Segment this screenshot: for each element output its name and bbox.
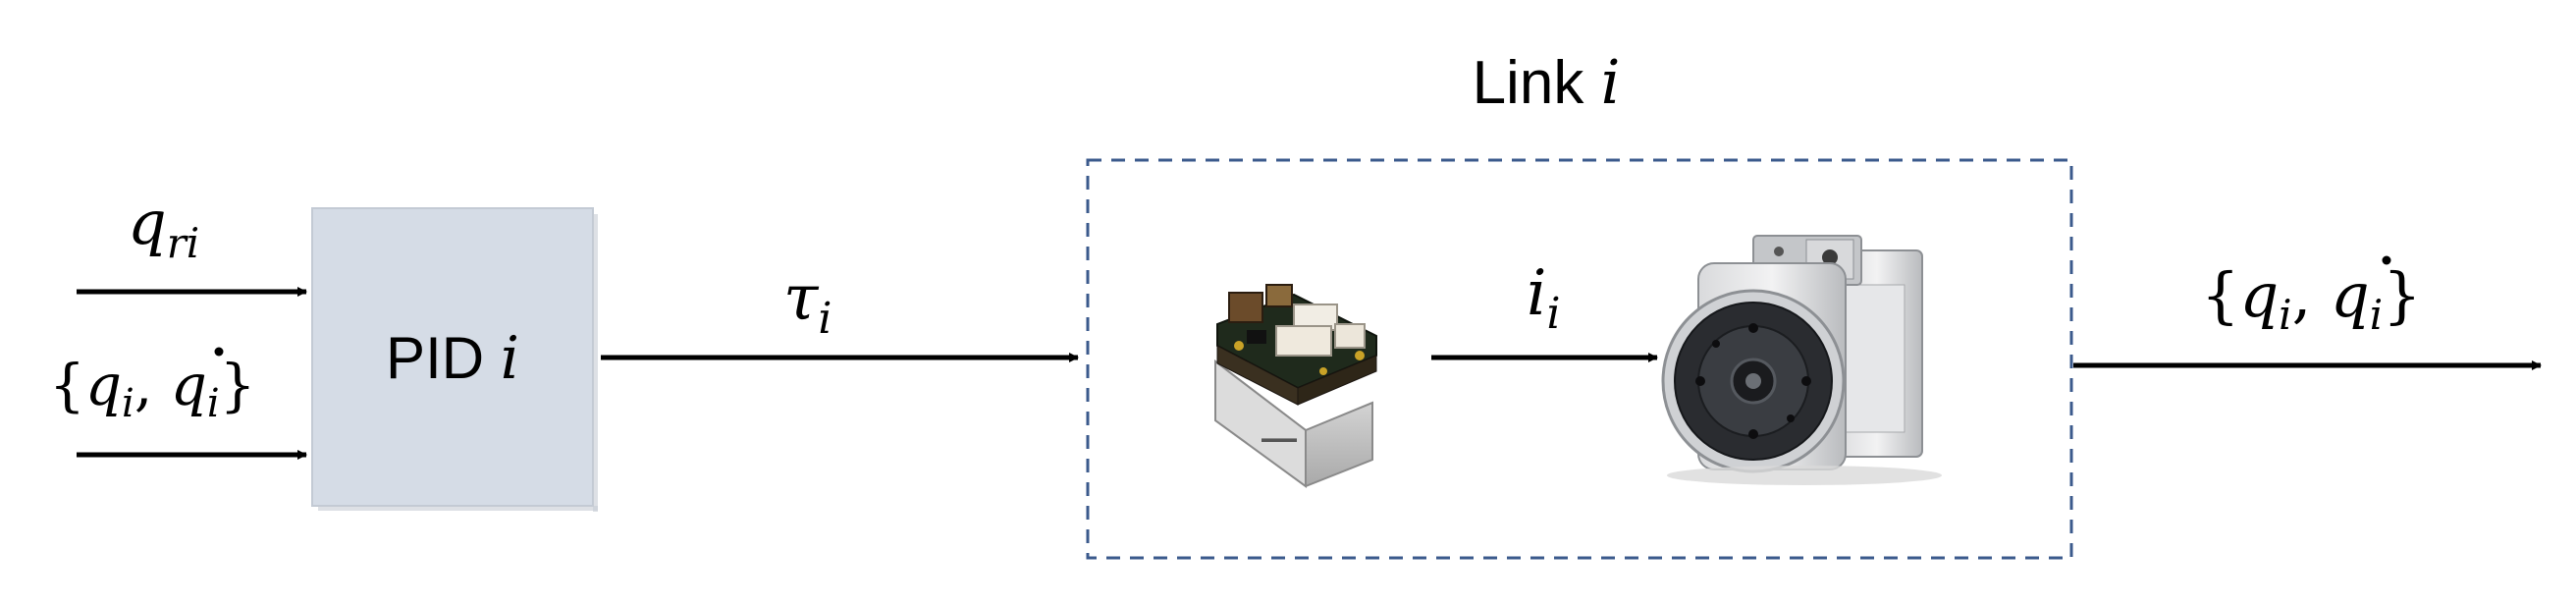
reference-label: qri [128,187,199,267]
pid-block: PID i [311,207,598,512]
motor-driver-image: ▬▬▬ [1214,284,1377,488]
link-title: Link i [1473,46,1621,118]
torque-label: τi [783,262,832,344]
current-label: ii [1527,257,1561,339]
motor-image [1661,235,1942,485]
svg-text:▬▬▬: ▬▬▬ [1261,431,1297,445]
output-dot [2382,255,2391,265]
feedback-input-dot [214,347,224,357]
pid-label: PID i [386,324,519,393]
feedback-input-label: {qi, qi} [49,352,256,426]
link-boundary-box [1086,158,2073,560]
output-label: {qi, qi} [2201,259,2422,339]
